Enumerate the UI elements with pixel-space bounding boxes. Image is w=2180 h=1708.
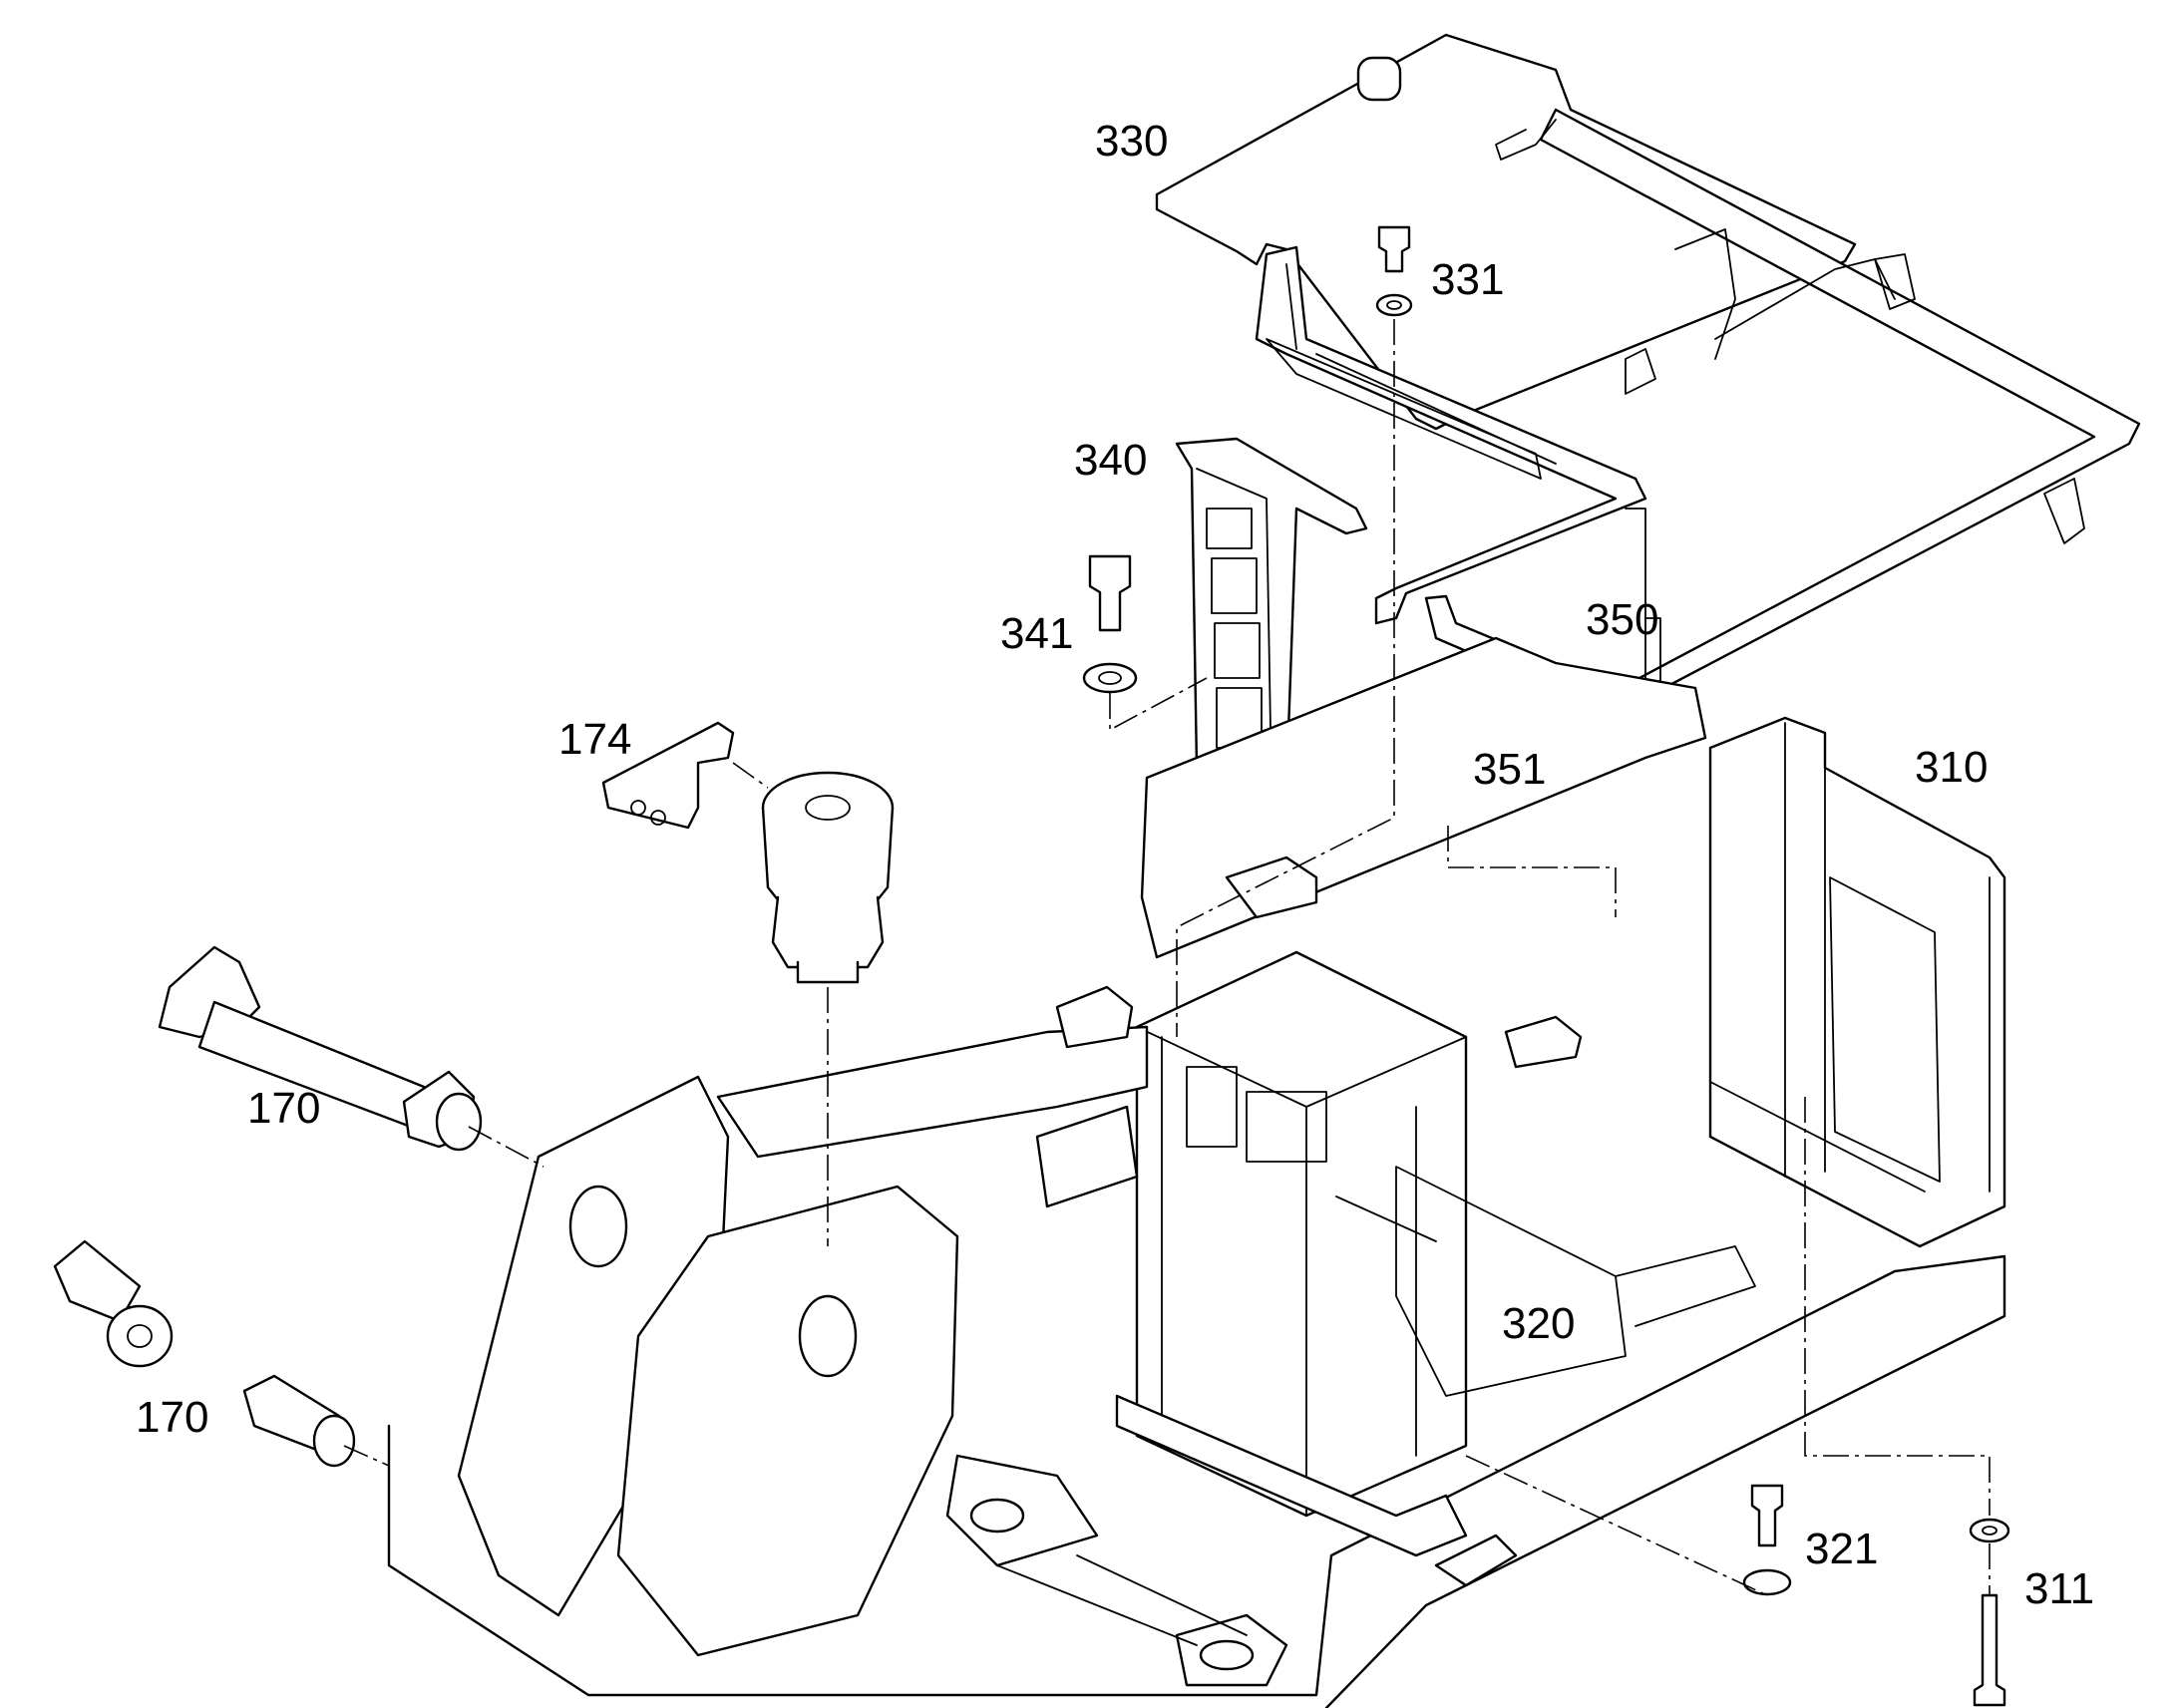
part-174-small-bracket: [601, 721, 735, 830]
part-170-short-pins: [53, 1239, 356, 1468]
label-340: 340: [1074, 436, 1147, 485]
part-310-side-panel: [1708, 716, 2006, 1248]
label-170-lower: 170: [136, 1393, 208, 1442]
label-350: 350: [1586, 595, 1658, 644]
part-340-bracket-column: [1175, 437, 1368, 800]
label-341: 341: [1000, 609, 1073, 658]
label-170-upper: 170: [247, 1084, 320, 1133]
part-331-bolt-washer: [1375, 225, 1413, 317]
label-321: 321: [1805, 1525, 1878, 1573]
leader-lines: [343, 319, 1991, 1596]
label-351: 351: [1473, 745, 1546, 794]
label-311: 311: [2024, 1564, 2094, 1613]
label-174: 174: [558, 715, 631, 764]
part-311-washer-bolt: [1969, 1518, 2010, 1707]
part-321-bolt-washer: [1742, 1484, 1792, 1596]
label-330: 330: [1095, 117, 1168, 166]
label-331: 331: [1431, 255, 1504, 304]
base-frame: [387, 636, 2006, 1708]
part-170-long-pin: [158, 945, 483, 1152]
part-320-center-box: [1135, 950, 1468, 1518]
part-341-bolt-washer: [1082, 554, 1138, 694]
label-320: 320: [1502, 1299, 1575, 1348]
swing-motor: [761, 771, 895, 984]
part-330-boss: [1356, 56, 1402, 102]
part-labels: 330 331 340 341 350 174 351 310 170 320 …: [136, 117, 2094, 1613]
label-310: 310: [1915, 743, 1988, 792]
